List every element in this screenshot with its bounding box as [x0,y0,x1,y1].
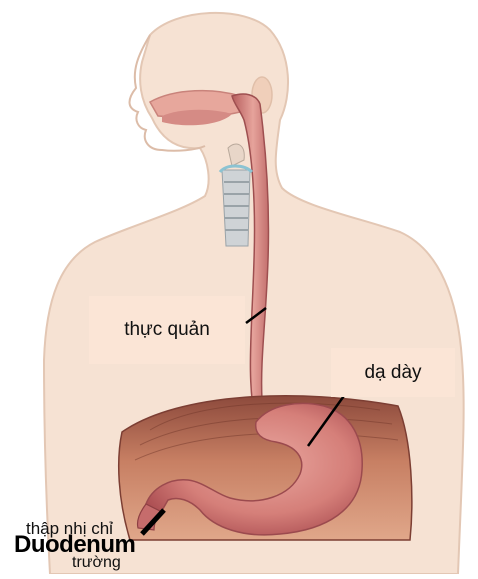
stomach-label: dạ dày [364,362,421,384]
esophagus-label: thực quản [124,319,210,341]
stomach-label-box: dạ dày [331,348,455,397]
esophagus-label-box: thực quản [89,296,245,364]
duodenum-label-vi-line2: trường [72,554,121,572]
